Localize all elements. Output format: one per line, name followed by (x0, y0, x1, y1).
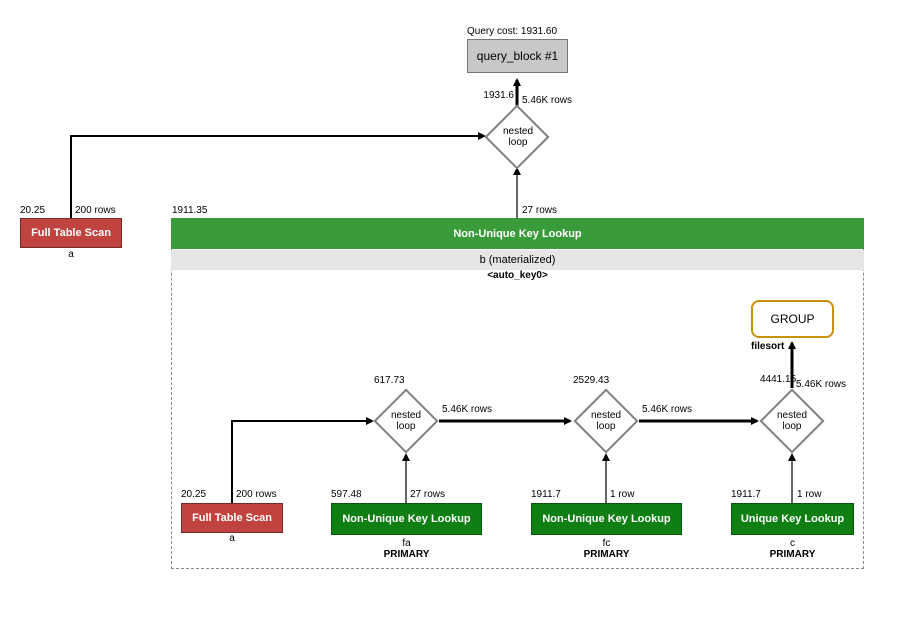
lookup-c-table: c (790, 538, 795, 549)
outer-full-table-scan-node[interactable]: Full Table Scan (20, 218, 122, 248)
lookup-fc-rows: 1 row (610, 489, 635, 500)
derived-key: <auto_key0> (487, 270, 548, 281)
inner-scan-label: Full Table Scan (192, 512, 272, 524)
lookup-c-label: Unique Key Lookup (740, 513, 845, 525)
top-loop-rows: 5.46K rows (522, 95, 573, 106)
top-nested-loop-label: nested loop (488, 126, 548, 148)
edge-innerscan-loop1 (231, 417, 374, 503)
query-block-label: query_block #1 (476, 49, 559, 63)
inner-loop-1-line1: nested (390, 410, 422, 421)
inner-loop-2-label: nested loop (576, 410, 636, 432)
inner-scan-cost: 20.25 (181, 489, 207, 500)
top-loop-line2: loop (508, 137, 528, 148)
inner-loop-1-line2: loop (396, 421, 416, 432)
inner-loop-3-line1: nested (776, 410, 808, 421)
lookup-fa-label: Non-Unique Key Lookup (342, 513, 471, 525)
derived-table-name: b (materialized) (171, 250, 864, 270)
group-node[interactable]: GROUP (751, 300, 834, 338)
inner-loop-3-cost: 4441.15 (760, 374, 797, 385)
derived-cost: 1911.35 (172, 205, 208, 216)
derived-table-label: b (materialized) (479, 254, 556, 266)
inner-loop-3-label: nested loop (762, 410, 822, 432)
inner-loop-2-line1: nested (590, 410, 622, 421)
lookup-fa-key: PRIMARY (383, 549, 430, 560)
lookup-c-cost: 1911.7 (731, 489, 761, 500)
query-block-node[interactable]: query_block #1 (467, 39, 568, 73)
derived-header-label: Non-Unique Key Lookup (453, 227, 582, 240)
query-cost-label: Query cost: 1931.60 (467, 26, 558, 37)
lookup-fc-label: Non-Unique Key Lookup (542, 513, 671, 525)
outer-scan-table: a (68, 249, 74, 260)
inner-scan-table: a (229, 533, 235, 544)
inner-loop-2-rows: 5.46K rows (642, 404, 693, 415)
top-loop-cost: 1931.6 (483, 90, 514, 101)
lookup-fc-key: PRIMARY (583, 549, 630, 560)
inner-loop-3-line2: loop (782, 421, 802, 432)
inner-full-table-scan-node[interactable]: Full Table Scan (181, 503, 283, 533)
inner-loop-1-label: nested loop (376, 410, 436, 432)
lookup-c-node[interactable]: Unique Key Lookup (731, 503, 854, 535)
lookup-fa-cost: 597.48 (331, 489, 362, 500)
top-loop-line1: nested (502, 126, 534, 137)
outer-scan-rows: 200 rows (75, 205, 116, 216)
inner-loop-2-line2: loop (596, 421, 616, 432)
derived-rows: 27 rows (522, 205, 558, 216)
lookup-fa-node[interactable]: Non-Unique Key Lookup (331, 503, 482, 535)
inner-loop-3-rows: 5.46K rows (796, 379, 847, 390)
lookup-fc-table: fc (602, 538, 611, 549)
inner-loop-1-rows: 5.46K rows (442, 404, 493, 415)
inner-scan-rows: 200 rows (236, 489, 277, 500)
lookup-fa-table: fa (402, 538, 411, 549)
inner-loop-2-cost: 2529.43 (573, 375, 610, 386)
outer-scan-label: Full Table Scan (31, 227, 111, 239)
group-label: GROUP (770, 312, 815, 326)
edge-outerscan-toploop (70, 132, 486, 218)
inner-loop-1-cost: 617.73 (374, 375, 405, 386)
lookup-c-key: PRIMARY (769, 549, 816, 560)
lookup-fc-node[interactable]: Non-Unique Key Lookup (531, 503, 682, 535)
lookup-c-rows: 1 row (797, 489, 822, 500)
derived-lookup-header[interactable]: Non-Unique Key Lookup (171, 218, 864, 249)
group-filesort-note: filesort (751, 341, 785, 352)
lookup-fa-rows: 27 rows (410, 489, 446, 500)
outer-scan-cost: 20.25 (20, 205, 46, 216)
lookup-fc-cost: 1911.7 (531, 489, 561, 500)
